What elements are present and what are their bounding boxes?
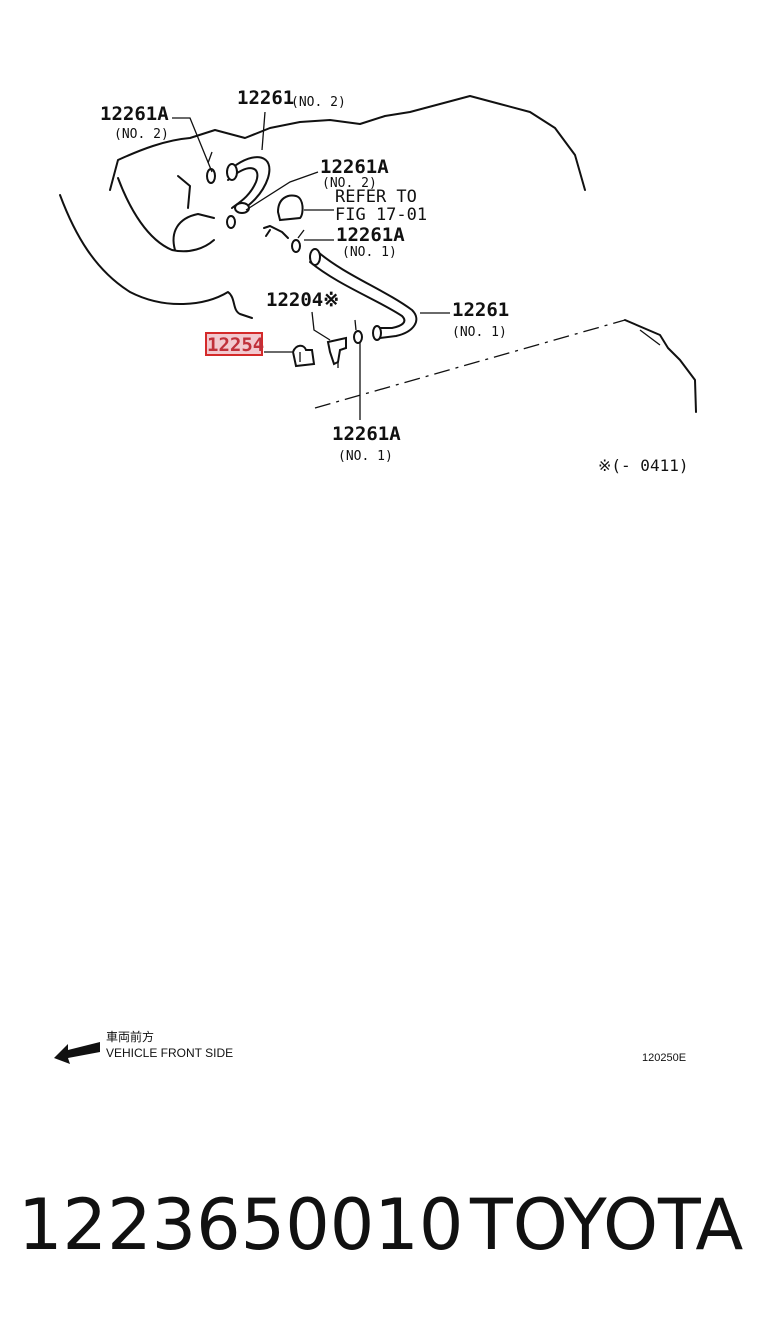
- label-hose-no2-sub: (NO. 2): [291, 95, 346, 110]
- label-clamp-no1-bottom: 12261A: [332, 423, 401, 445]
- label-footnote: ※(- 0411): [598, 456, 688, 475]
- legend-front-en: VEHICLE FRONT SIDE: [106, 1046, 234, 1060]
- leader-lines: [172, 111, 450, 420]
- bracket-12254: [291, 344, 316, 368]
- label-clamp-no2-top-sub: (NO. 2): [114, 127, 169, 142]
- figure-code: 120250E: [642, 1052, 687, 1064]
- label-hose-no2: 12261: [237, 87, 294, 109]
- label-clamp-no2-top: 12261A: [100, 103, 169, 125]
- engine-outline: [59, 95, 697, 413]
- valve-12204: [326, 336, 347, 368]
- label-hose-no1: 12261: [452, 299, 509, 321]
- label-clamp-no2-right-sub: (NO. 2): [322, 176, 377, 191]
- label-highlighted-part: 12254: [207, 334, 264, 356]
- label-valve: 12204※: [266, 289, 339, 311]
- label-hose-no1-sub: (NO. 1): [452, 325, 507, 340]
- label-clamp-no1-bottom-sub: (NO. 1): [338, 449, 393, 464]
- label-refer-line2: FIG 17-01: [335, 205, 427, 225]
- legend-front-cjk: 車両前方: [106, 1030, 155, 1044]
- label-clamp-no2-right: 12261A: [320, 156, 389, 178]
- label-clamp-no1-mid: 12261A: [336, 224, 405, 246]
- front-arrow-icon: [54, 1042, 100, 1064]
- hose-no2: [226, 156, 271, 214]
- footer-brand: TOYOTA: [470, 1184, 744, 1266]
- highlight-box: [205, 332, 263, 356]
- label-clamp-no1-mid-sub: (NO. 1): [342, 245, 397, 260]
- footer-part-number: 1223650010: [18, 1184, 464, 1266]
- connector-parts: [263, 194, 304, 239]
- label-refer-line1: REFER TO: [335, 187, 417, 207]
- hose-no1: [309, 248, 418, 341]
